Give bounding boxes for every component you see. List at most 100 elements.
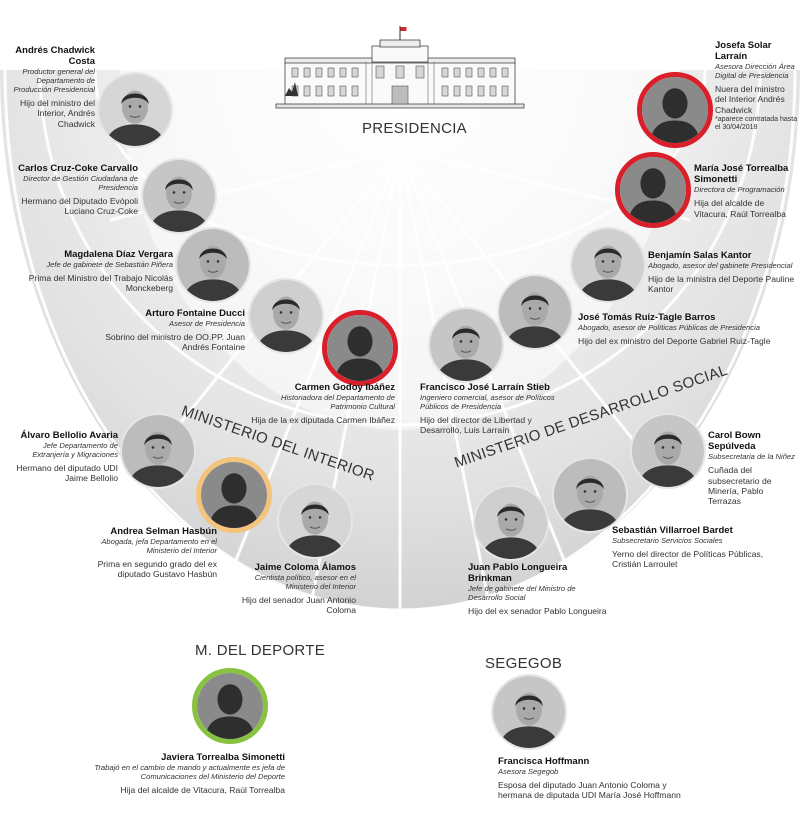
person-name: Javiera Torrealba Simonetti (161, 752, 285, 763)
person-relation: Hijo del ex ministro del Deporte Gabriel… (578, 336, 771, 347)
person-name: Josefa Solar Larraín (715, 40, 772, 63)
person-name: María José Torrealba Simonetti (694, 163, 789, 186)
person-role: Directora de Programación (694, 185, 785, 195)
person-role: Jefe Departamento de Extranjería y Migra… (32, 441, 118, 460)
person-relation: Hija del alcalde de Vitacura, Raúl Torre… (120, 785, 286, 796)
person-role: Subsecretario Servicios Sociales (612, 536, 723, 546)
person-photo (248, 278, 324, 354)
ray-1 (28, 149, 402, 611)
person-relation: Prima en segundo grado del ex diputado G… (97, 559, 217, 580)
person-name: Andrea Selman Hasbún (110, 526, 217, 537)
person-relation: Nuera del ministro del Interior Andrés C… (715, 84, 785, 115)
person-relation: Hijo del ministro del Interior, Andrés C… (20, 98, 95, 129)
ray-6 (398, 149, 662, 801)
person-role: Subsecretaria de la Niñez (708, 452, 795, 462)
section-label-ministerio-del-deporte: M. DEL DEPORTE (195, 642, 326, 659)
person-note: *aparece contratada hasta el 30/04/2018 (715, 115, 798, 131)
person-relation: Hija del alcalde de Vitacura, Raúl Torre… (694, 198, 786, 219)
person-photo (552, 457, 628, 533)
person-role: Historiadora del Departamento de Patrimo… (281, 393, 395, 412)
ray-3 (268, 149, 402, 813)
person-relation: Esposa del diputado Juan Antonio Coloma … (498, 780, 681, 801)
person-relation: Hijo del director de Libertad y Desarrol… (420, 415, 532, 436)
person-relation: Hijo de la ministra del Deporte Pauline … (648, 274, 795, 295)
person-role: Trabajó en el cambio de mando y actualme… (94, 763, 285, 782)
person-relation: Hijo del ex senador Pablo Longueira (468, 606, 607, 617)
person-name: Carmen Godoy Ibáñez (294, 382, 395, 393)
person-photo (175, 227, 251, 303)
person-name: Carlos Cruz-Coke Carvallo (18, 163, 138, 174)
person-name: Magdalena Díaz Vergara (64, 249, 173, 260)
person-role: Asesor de Presidencia (169, 319, 245, 329)
person-relation: Hermano del Diputado Evópoli Luciano Cru… (21, 196, 138, 217)
person-role: Jefe de gabinete del Ministro de Desarro… (468, 584, 576, 603)
person-photo (497, 274, 573, 350)
person-photo (428, 307, 504, 383)
person-photo (630, 413, 706, 489)
silhouette-avatar-icon (196, 457, 272, 533)
section-label-presidencia: PRESIDENCIA (362, 120, 467, 137)
person-role: Abogado, asesor del gabinete Presidencia… (648, 261, 793, 271)
person-role: Abogado, asesor de Políticas Públicas de… (578, 323, 760, 333)
person-name: Andrés Chadwick Costa (15, 45, 95, 68)
person-role: Ingeniero comercial, asesor de Políticos… (420, 393, 555, 412)
silhouette-avatar-icon (615, 152, 691, 228)
person-name: Francisco José Larraín Stieb (420, 382, 550, 393)
person-photo (97, 72, 173, 148)
silhouette-avatar-icon (322, 310, 398, 386)
person-name: Sebastián Villarroel Bardet (612, 525, 733, 536)
person-name: Álvaro Bellolio Avaria (20, 430, 119, 441)
person-relation: Hijo del senador Juan Antonio Coloma (241, 595, 356, 616)
la-moneda-building-icon (275, 26, 525, 109)
silhouette-avatar-icon (192, 668, 268, 744)
person-photo (141, 158, 217, 234)
person-relation: Prima del Ministro del Trabajo Nicolás M… (28, 273, 173, 294)
person-photo (570, 227, 646, 303)
person-relation: Sobrino del ministro de OO.PP. Juan Andr… (105, 332, 245, 353)
ray-7 (398, 149, 772, 611)
person-name: Francisca Hoffmann (498, 756, 590, 767)
person-photo (473, 485, 549, 561)
person-name: Benjamín Salas Kantor (648, 250, 752, 261)
silhouette-avatar-icon (637, 72, 713, 148)
person-role: Director de Gestión Ciudadana de Preside… (23, 174, 138, 193)
person-photo (120, 413, 196, 489)
section-label-segegob: SEGEGOB (485, 655, 563, 672)
ray-2 (138, 149, 402, 801)
person-photo (491, 674, 567, 750)
person-name: José Tomás Ruiz-Tagle Barros (578, 312, 716, 323)
person-photo (277, 483, 353, 559)
person-relation: Yerno del director de Políticas Públicas… (612, 549, 764, 570)
person-name: Jaime Coloma Álamos (254, 562, 356, 573)
person-relation: Hermano del diputado UDI Jaime Bellolio (16, 463, 118, 484)
person-name: Carol Bown Sepúlveda (708, 430, 761, 453)
person-role: Jefe de gabinete de Sebastián Piñera (46, 260, 173, 270)
person-role: Cientista político, asesor en el Ministe… (254, 573, 356, 592)
person-relation: Hija de la ex diputada Carmen Ibáñez (251, 415, 395, 426)
person-name: Arturo Fontaine Ducci (145, 308, 245, 319)
person-relation: Cuñada del subsecretario de Minería, Pab… (708, 465, 772, 506)
person-name: Juan Pablo Longueira Brinkman (468, 562, 568, 585)
person-role: Asesora Dirección Área Digital de Presid… (715, 62, 795, 81)
person-role: Productor general del Departamento de Pr… (13, 67, 95, 95)
person-role: Abogada, jefa Departamento en el Ministe… (101, 537, 217, 556)
